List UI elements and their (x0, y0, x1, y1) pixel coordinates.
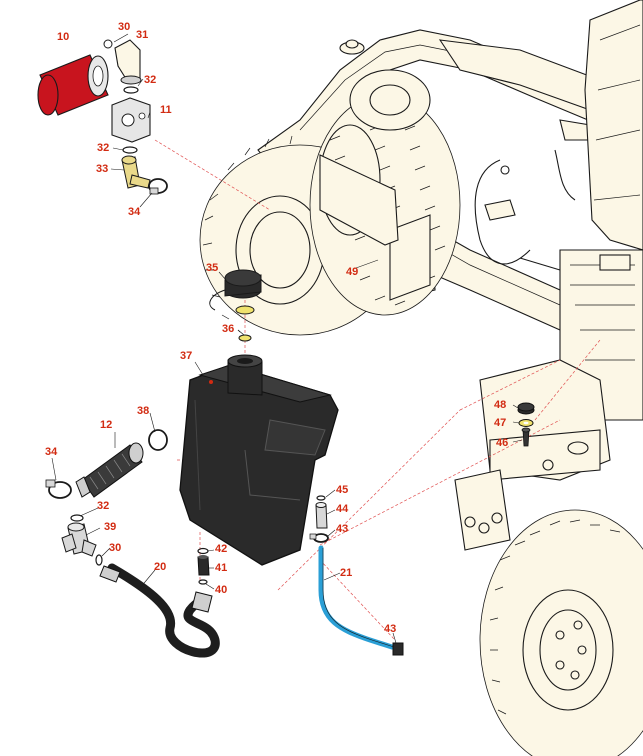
filler-cap-icon (209, 269, 262, 311)
return-hose (99, 563, 220, 658)
breather-fitting (315, 502, 328, 529)
callout-37: 37 (180, 350, 192, 362)
tee-fitting (61, 522, 97, 557)
callout-32: 32 (144, 74, 156, 86)
callout-41: 41 (215, 562, 227, 574)
oil-filter-icon (37, 54, 109, 116)
callout-38: 38 (137, 405, 149, 417)
o-ring (95, 554, 103, 566)
straight-fitting (197, 555, 210, 576)
callout-21: 21 (340, 567, 352, 579)
o-ring (123, 86, 139, 94)
callout-43: 43 (336, 523, 348, 535)
callout-12: 12 (100, 419, 112, 431)
callout-43: 43 (384, 623, 396, 635)
callout-36: 36 (222, 323, 234, 335)
callout-20: 20 (154, 561, 166, 573)
o-ring (122, 146, 138, 154)
callout-46: 46 (496, 437, 508, 449)
callout-30: 30 (118, 21, 130, 33)
callout-34: 34 (45, 446, 58, 458)
callout-42: 42 (215, 543, 227, 555)
cap-gasket (235, 305, 255, 315)
callout-39: 39 (104, 521, 116, 533)
callout-35: 35 (206, 262, 218, 274)
front-tire (479, 509, 643, 756)
o-ring (197, 547, 209, 555)
machine-frame (257, 0, 643, 551)
callout-44: 44 (336, 503, 349, 515)
elbow-fitting (103, 39, 142, 85)
tee-fitting (121, 155, 151, 189)
breather-hose (318, 545, 395, 650)
isolator-stack (517, 402, 535, 447)
o-ring (316, 495, 326, 501)
breather-hose-outline (322, 548, 395, 648)
callout-10: 10 (57, 31, 69, 43)
reservoir-tank-icon (179, 354, 339, 566)
drive-drum (309, 69, 461, 316)
callout-47: 47 (494, 417, 506, 429)
o-ring (70, 514, 84, 522)
callout-32: 32 (97, 500, 109, 512)
callout-34: 34 (128, 206, 141, 218)
callout-40: 40 (215, 584, 227, 596)
callout-11: 11 (160, 104, 172, 116)
suction-strainer (75, 442, 144, 498)
callout-48: 48 (494, 399, 506, 411)
large-o-ring (148, 429, 168, 451)
filter-head (111, 97, 151, 143)
callout-leaders (51, 33, 523, 644)
callout-45: 45 (336, 484, 348, 496)
callout-30: 30 (109, 542, 121, 554)
hose-clamp (392, 642, 404, 656)
leader-lines (154, 139, 601, 641)
hose-clamp (45, 479, 72, 499)
callout-33: 33 (96, 163, 108, 175)
cap-gasket (238, 334, 252, 342)
callout-31: 31 (136, 29, 148, 41)
o-ring (198, 579, 208, 585)
hose-clamp (148, 178, 168, 195)
callout-labels: 10 30 31 32 11 32 33 34 35 36 49 37 38 1… (45, 21, 508, 635)
callout-32: 32 (97, 142, 109, 154)
hose-clamp (309, 533, 329, 543)
callout-49: 49 (346, 266, 358, 278)
